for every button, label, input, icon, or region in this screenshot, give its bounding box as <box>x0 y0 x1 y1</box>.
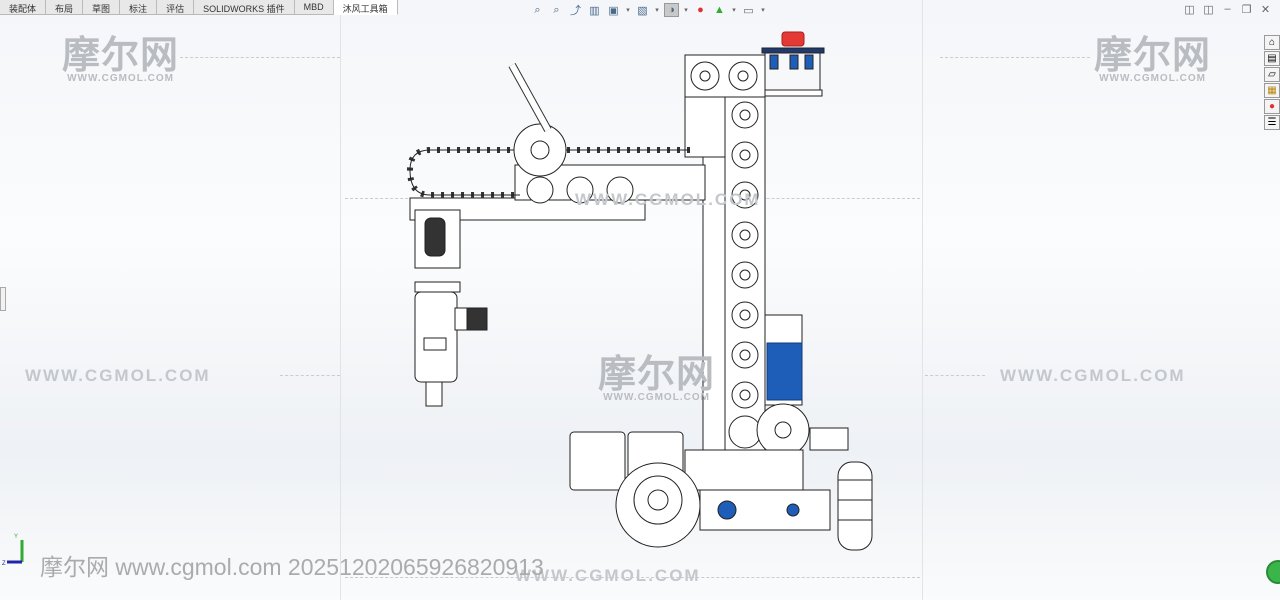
minimize-icon[interactable]: – <box>1224 3 1231 15</box>
tab-addins[interactable]: SOLIDWORKS 插件 <box>194 0 295 15</box>
custom-properties-icon[interactable]: ☰ <box>1264 115 1280 130</box>
tab-sketch[interactable]: 草图 <box>83 0 121 15</box>
tab-assembly[interactable]: 装配体 <box>0 0 47 15</box>
tab-mbd[interactable]: MBD <box>295 0 334 15</box>
column-gears <box>731 101 759 409</box>
tab-evaluate[interactable]: 评估 <box>157 0 195 15</box>
file-explorer-icon[interactable]: ▱ <box>1264 67 1280 82</box>
chevron-down-icon[interactable]: ▾ <box>626 7 630 14</box>
view-settings-icon[interactable]: ▭ <box>743 4 754 17</box>
axis-triad: Y Z <box>2 532 32 573</box>
tab-markup[interactable]: 标注 <box>120 0 158 15</box>
chevron-down-icon[interactable]: ▾ <box>655 7 659 14</box>
close-icon[interactable]: ✕ <box>1260 4 1271 16</box>
dash-line <box>280 375 340 376</box>
apply-scene-icon[interactable]: ▲ <box>714 4 725 16</box>
watermark-stamp: 摩尔网 www.cgmol.com 20251202065926820913 <box>40 554 544 580</box>
task-pane: ⌂ ▤ ▱ ▦ ● ☰ <box>1264 35 1280 130</box>
design-library-icon[interactable]: ▤ <box>1264 51 1280 66</box>
triad-z-label: Z <box>2 561 6 567</box>
zoom-to-fit-icon[interactable]: ⌕ <box>534 3 541 16</box>
arm-gear <box>513 123 567 177</box>
base-frame <box>684 449 804 491</box>
omni-wheel-side <box>837 461 873 551</box>
tab-layout[interactable]: 布局 <box>46 0 84 15</box>
chevron-down-icon[interactable]: ▾ <box>684 7 688 14</box>
tile-right-icon[interactable]: ◫ <box>1203 4 1214 16</box>
watermark-url: WWW.CGMOL.COM <box>1000 366 1186 385</box>
estop-button <box>781 31 805 47</box>
command-manager-tabs: 装配体 布局 草图 标注 评估 SOLIDWORKS 插件 MBD 沐风工具箱 <box>0 0 398 15</box>
home-icon[interactable]: ⌂ <box>1264 35 1280 50</box>
section-view-icon[interactable]: ▥ <box>589 4 600 17</box>
divider <box>922 0 923 600</box>
divider <box>340 0 341 600</box>
status-button[interactable] <box>1266 560 1280 584</box>
view-orientation-icon[interactable]: ▣ <box>608 4 619 17</box>
feature-tree-toggle[interactable] <box>0 287 6 311</box>
watermark-url: WWW.CGMOL.COM <box>515 566 701 585</box>
heads-up-toolbar: ⌕ ⌕ ⤴ ▥ ▣ ▾ ▧ ▾ ◑ ▾ ● ▲ ▾ ▭ ▾ <box>530 3 766 17</box>
display-style-icon[interactable]: ▧ <box>637 4 648 17</box>
window-controls: ◫ ◫ – ❐ ✕ <box>1183 3 1272 16</box>
edit-appearance-icon[interactable]: ● <box>697 4 704 16</box>
dash-line <box>925 375 985 376</box>
zoom-to-area-icon[interactable]: ⌕ <box>553 3 560 16</box>
view-palette-icon[interactable]: ▦ <box>1264 83 1280 98</box>
triad-y-label: Y <box>14 534 18 540</box>
appearances-icon[interactable]: ● <box>1264 99 1280 114</box>
previous-view-icon[interactable]: ⤴ <box>570 5 581 17</box>
watermark-url: WWW.CGMOL.COM <box>25 366 211 385</box>
dash-line <box>345 577 920 578</box>
omni-wheel <box>615 462 701 548</box>
gripper <box>414 291 458 383</box>
hide-show-items-icon[interactable]: ◑ <box>664 3 679 17</box>
chevron-down-icon[interactable]: ▾ <box>732 7 736 14</box>
restore-icon[interactable]: ❐ <box>1241 4 1252 16</box>
tile-left-icon[interactable]: ◫ <box>1184 4 1195 16</box>
blue-controller <box>766 342 803 401</box>
dash-line <box>940 57 1090 58</box>
tab-toolbox[interactable]: 沐风工具箱 <box>333 0 398 15</box>
chevron-down-icon[interactable]: ▾ <box>761 7 765 14</box>
control-panel-top <box>761 47 825 54</box>
dash-line <box>180 57 340 58</box>
watermark-url: WWW.CGMOL.COM <box>575 190 761 209</box>
